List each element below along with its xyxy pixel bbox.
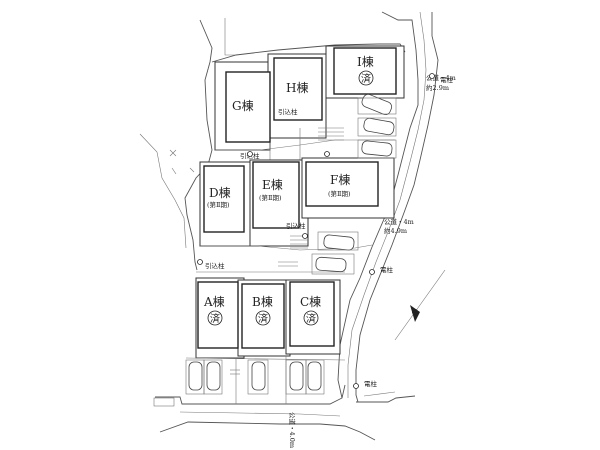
road-top-name: 公道・4m xyxy=(426,73,456,82)
pole-label-3: 電柱 xyxy=(364,379,378,388)
car xyxy=(361,140,393,157)
steps xyxy=(230,127,344,375)
vegetation-marks xyxy=(169,149,195,175)
car xyxy=(315,256,347,273)
building-f xyxy=(305,161,379,207)
building-i-mark: 済 xyxy=(361,72,371,85)
pole-label-2: 電柱 xyxy=(380,265,394,274)
building-g xyxy=(225,71,271,143)
building-b xyxy=(241,283,285,349)
south-public-road xyxy=(153,397,376,441)
building-h-label: H棟 xyxy=(286,80,308,95)
car xyxy=(188,361,203,391)
building-b-mark: 済 xyxy=(258,312,268,325)
building-i xyxy=(333,47,397,95)
building-f-label: F棟 xyxy=(330,172,350,187)
building-d-sub: (第Ⅱ期) xyxy=(207,200,230,209)
building-e-sub: (第Ⅱ期) xyxy=(259,193,282,202)
building-a xyxy=(197,281,239,349)
building-e xyxy=(252,161,300,229)
east-public-road xyxy=(337,11,439,403)
building-f-sub: (第Ⅱ期) xyxy=(328,189,351,198)
building-d-label: D棟 xyxy=(209,185,231,200)
buildings xyxy=(197,47,397,349)
car xyxy=(307,361,322,391)
road-top-width: 約2.9m xyxy=(426,83,449,92)
utility-poles xyxy=(197,73,435,389)
north-arrow-icon xyxy=(394,269,446,341)
car xyxy=(361,93,393,116)
completed-circles xyxy=(207,70,374,326)
building-h xyxy=(273,57,323,121)
building-c xyxy=(289,281,335,347)
pole-in-label-1: 引込柱 xyxy=(278,107,298,116)
building-a-label: A棟 xyxy=(203,294,225,309)
building-b-label: B棟 xyxy=(252,294,273,309)
building-labels: G棟 H棟 I棟 済 D棟 (第Ⅱ期) E棟 (第Ⅱ期) F棟 (第Ⅱ期) A棟… xyxy=(203,54,374,325)
car xyxy=(206,361,221,391)
car xyxy=(363,117,395,136)
road-mid-name: 公道・4m xyxy=(384,217,414,226)
parking-stalls xyxy=(185,97,397,395)
car xyxy=(251,361,266,391)
building-i-label: I棟 xyxy=(357,54,374,69)
building-g-label: G棟 xyxy=(232,98,254,113)
parking-cars xyxy=(188,93,395,391)
building-e-label: E棟 xyxy=(262,177,283,192)
road-mid-width: 約4.9m xyxy=(384,226,407,235)
building-c-label: C棟 xyxy=(300,294,321,309)
building-d xyxy=(203,165,245,233)
building-a-mark: 済 xyxy=(210,312,220,325)
road-bottom-label: 公道・4.0m xyxy=(288,412,297,448)
pole-label-1: 電柱 xyxy=(440,75,454,84)
car xyxy=(323,234,355,251)
building-c-mark: 済 xyxy=(306,312,316,325)
pole-in-label-3: 引込柱 xyxy=(286,221,306,230)
car xyxy=(289,361,304,391)
pole-in-label-4: 引込柱 xyxy=(205,261,225,270)
